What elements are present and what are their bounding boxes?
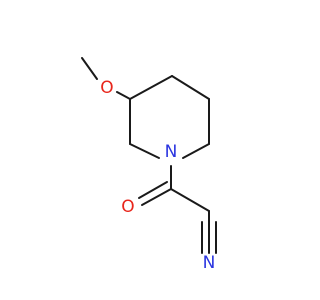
ring-bond-c3-c4 <box>129 75 173 100</box>
methylene-bond <box>170 188 210 212</box>
carbonyl-bond-2 <box>138 181 168 199</box>
nitrile-nitrogen-label: N <box>203 253 216 273</box>
structure-diagram: O N O N <box>81 57 217 273</box>
methoxy-ring-bond <box>116 91 131 100</box>
ring-bond-c4-c5 <box>171 75 210 100</box>
ring-bond-c6-n <box>182 143 210 159</box>
carbonyl-bond-1 <box>141 188 172 206</box>
carbonyl-oxygen-label: O <box>121 197 134 217</box>
ring-nitrogen-label: N <box>165 142 178 162</box>
methyl-bond <box>81 57 98 80</box>
ring-bond-n-c2 <box>129 143 160 159</box>
methoxy-oxygen-label: O <box>100 78 113 98</box>
